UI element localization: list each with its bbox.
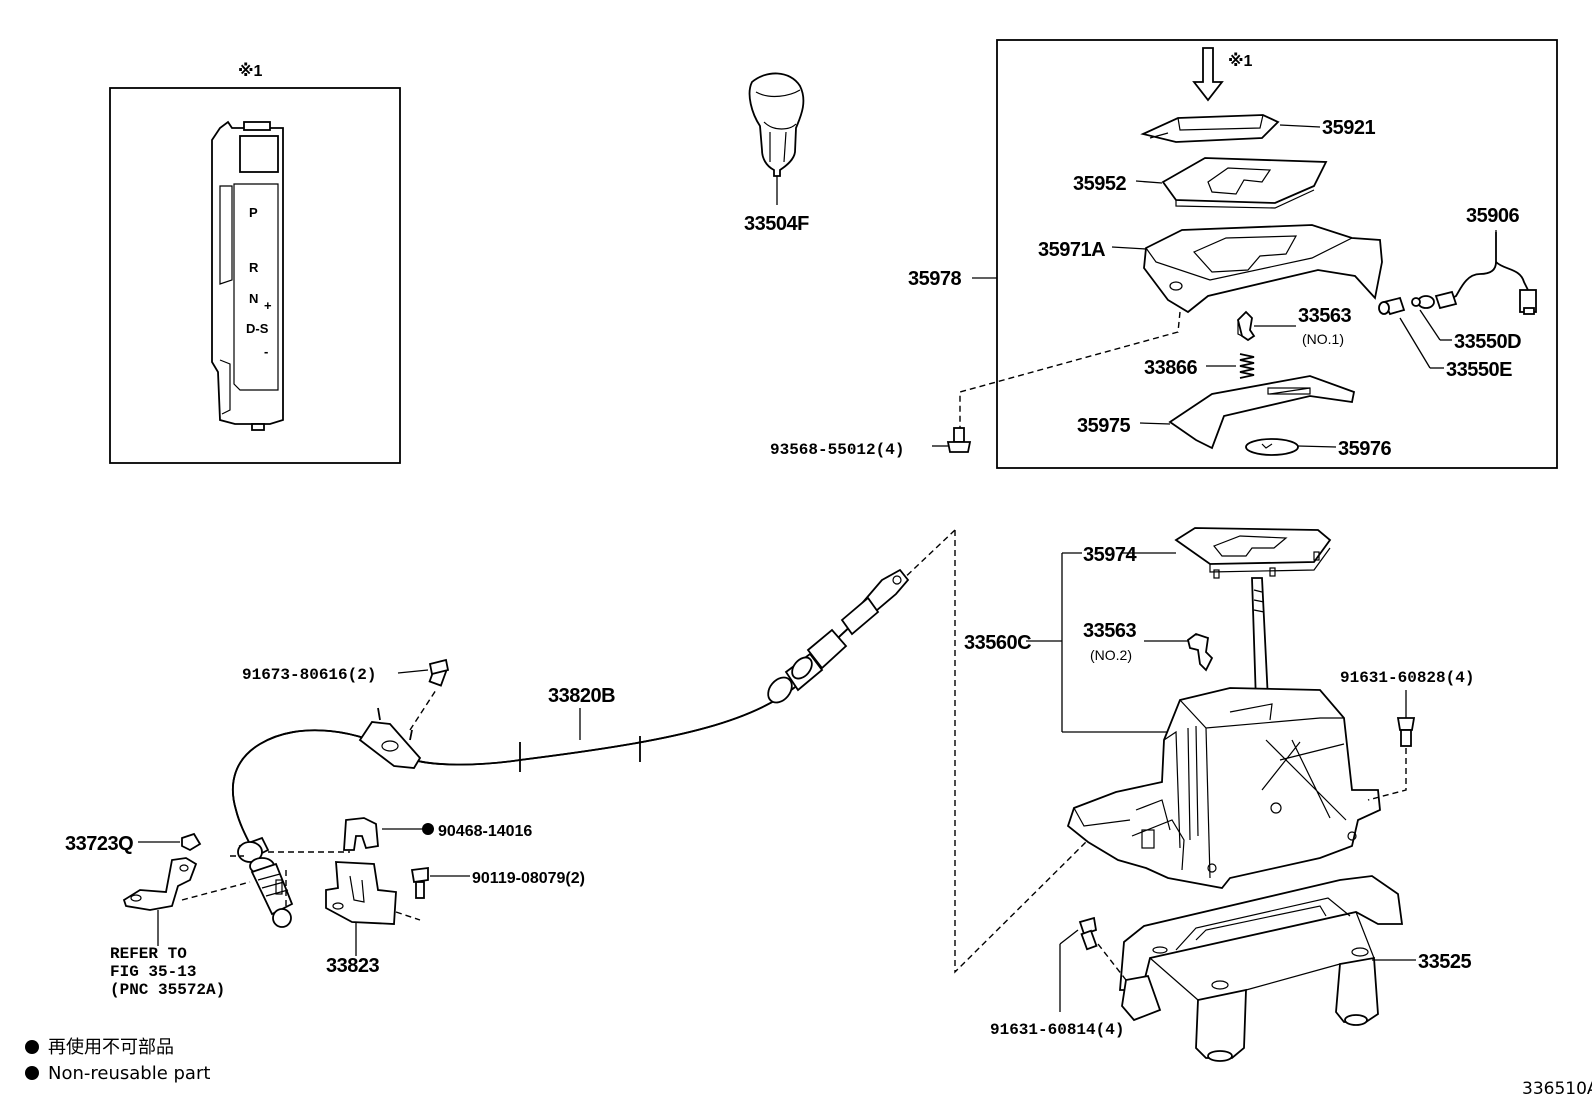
- inset-shift-indicator: ※1 P R N + D-S -: [109, 62, 401, 464]
- label-33563-no2: 33563: [1083, 620, 1136, 642]
- label-33504F: 33504F: [744, 213, 809, 235]
- part-33525: [1119, 875, 1404, 1062]
- inset-note-mark: ※1: [238, 62, 263, 80]
- label-33866: 33866: [1144, 357, 1197, 379]
- shift-lever-housing: [1066, 687, 1381, 889]
- part-35971A: [1143, 224, 1383, 314]
- down-arrow-icon: [1192, 47, 1224, 102]
- shift-indicator-panel: P R N + D-S -: [211, 120, 284, 431]
- cable-mount-plate: [358, 707, 422, 769]
- label-33525: 33525: [1418, 951, 1471, 973]
- part-33563-no2: [1186, 632, 1214, 672]
- gear-ds: D-S: [246, 321, 269, 336]
- label-33723Q: 33723Q: [65, 833, 133, 855]
- shift-cable-assembly: 91673-80616(2) 33820B 33723Q REFER: [65, 568, 910, 999]
- label-91631-60828: 91631-60828(4): [1340, 669, 1474, 687]
- label-33560C: 33560C: [964, 632, 1031, 654]
- legend-jp: 再使用不可部品: [48, 1037, 174, 1058]
- part-90119-bolt: [410, 866, 470, 899]
- legend-en: Non-reusable part: [48, 1063, 210, 1084]
- label-33820B: 33820B: [548, 685, 615, 707]
- part-35952: [1161, 157, 1328, 209]
- gear-plus: +: [264, 298, 272, 313]
- shift-knob: 33504F: [744, 72, 810, 235]
- label-33550D: 33550D: [1454, 331, 1521, 353]
- part-33723Q-nut: [181, 832, 202, 852]
- part-35975: [1168, 375, 1356, 450]
- legend-bullet-jp: [25, 1040, 39, 1054]
- part-35906: [1411, 232, 1537, 315]
- diagram-id: 336510A: [1522, 1079, 1592, 1099]
- ref-line-3: (PNC 35572A): [110, 981, 225, 999]
- part-33563-no1: [1237, 310, 1256, 342]
- part-91631-60828-bolt: [1367, 690, 1416, 801]
- part-33823: [325, 861, 421, 925]
- part-35921: [1140, 114, 1280, 143]
- label-35978: 35978: [908, 268, 961, 290]
- external-bracket-ref: [122, 857, 251, 911]
- part-35974: [1174, 527, 1332, 579]
- label-35921: 35921: [1322, 117, 1375, 139]
- label-91673: 91673-80616(2): [242, 666, 376, 684]
- label-35975: 35975: [1077, 415, 1130, 437]
- legend: 再使用不可部品 Non-reusable part: [25, 1037, 210, 1084]
- gear-n: N: [249, 291, 258, 306]
- gear-minus: -: [264, 344, 268, 359]
- part-35976: [1245, 438, 1299, 456]
- label-35976: 35976: [1338, 438, 1391, 460]
- label-35952: 35952: [1073, 173, 1126, 195]
- gear-r: R: [249, 260, 259, 275]
- inset-frame: [109, 87, 401, 464]
- cable-lower-fitting: [237, 836, 294, 928]
- part-93568-bolt: [932, 427, 972, 453]
- label-35906: 35906: [1466, 205, 1519, 227]
- label-35971A: 35971A: [1038, 239, 1105, 261]
- ref-line-2: FIG 35-13: [110, 963, 196, 981]
- non-reusable-marker: [422, 823, 434, 835]
- label-90119: 90119-08079(2): [472, 870, 585, 887]
- part-91631-60814-bolt: [1059, 916, 1127, 1012]
- label-35974: 35974: [1083, 544, 1137, 566]
- upper-note-mark: ※1: [1228, 52, 1253, 70]
- inset-upper-assembly: ※1 35921 35952 35971A 35978: [908, 39, 1558, 469]
- upper-inset-frame: [996, 39, 1558, 469]
- label-33563-no1-note: (NO.1): [1302, 331, 1344, 347]
- label-33563-no2-note: (NO.2): [1090, 647, 1132, 663]
- label-91631-60814: 91631-60814(4): [990, 1021, 1124, 1039]
- gear-p: P: [249, 205, 258, 220]
- ref-line-1: REFER TO: [110, 945, 187, 963]
- indicator-window: [239, 135, 279, 173]
- label-90468: 90468-14016: [438, 823, 532, 840]
- shift-lever-shaft: [1251, 577, 1269, 704]
- shift-lever-assembly: 35974 33560C 33563 (NO.2): [897, 527, 1474, 1062]
- part-33550E: [1378, 296, 1406, 316]
- legend-bullet-en: [25, 1066, 39, 1080]
- part-33866-spring: [1239, 353, 1255, 379]
- part-91673-bolt: [397, 658, 450, 687]
- part-90468-clip: [343, 817, 379, 851]
- label-33550E: 33550E: [1446, 359, 1512, 381]
- label-93568: 93568-55012(4): [770, 441, 904, 459]
- label-33563-no1: 33563: [1298, 305, 1351, 327]
- label-33823: 33823: [326, 955, 379, 977]
